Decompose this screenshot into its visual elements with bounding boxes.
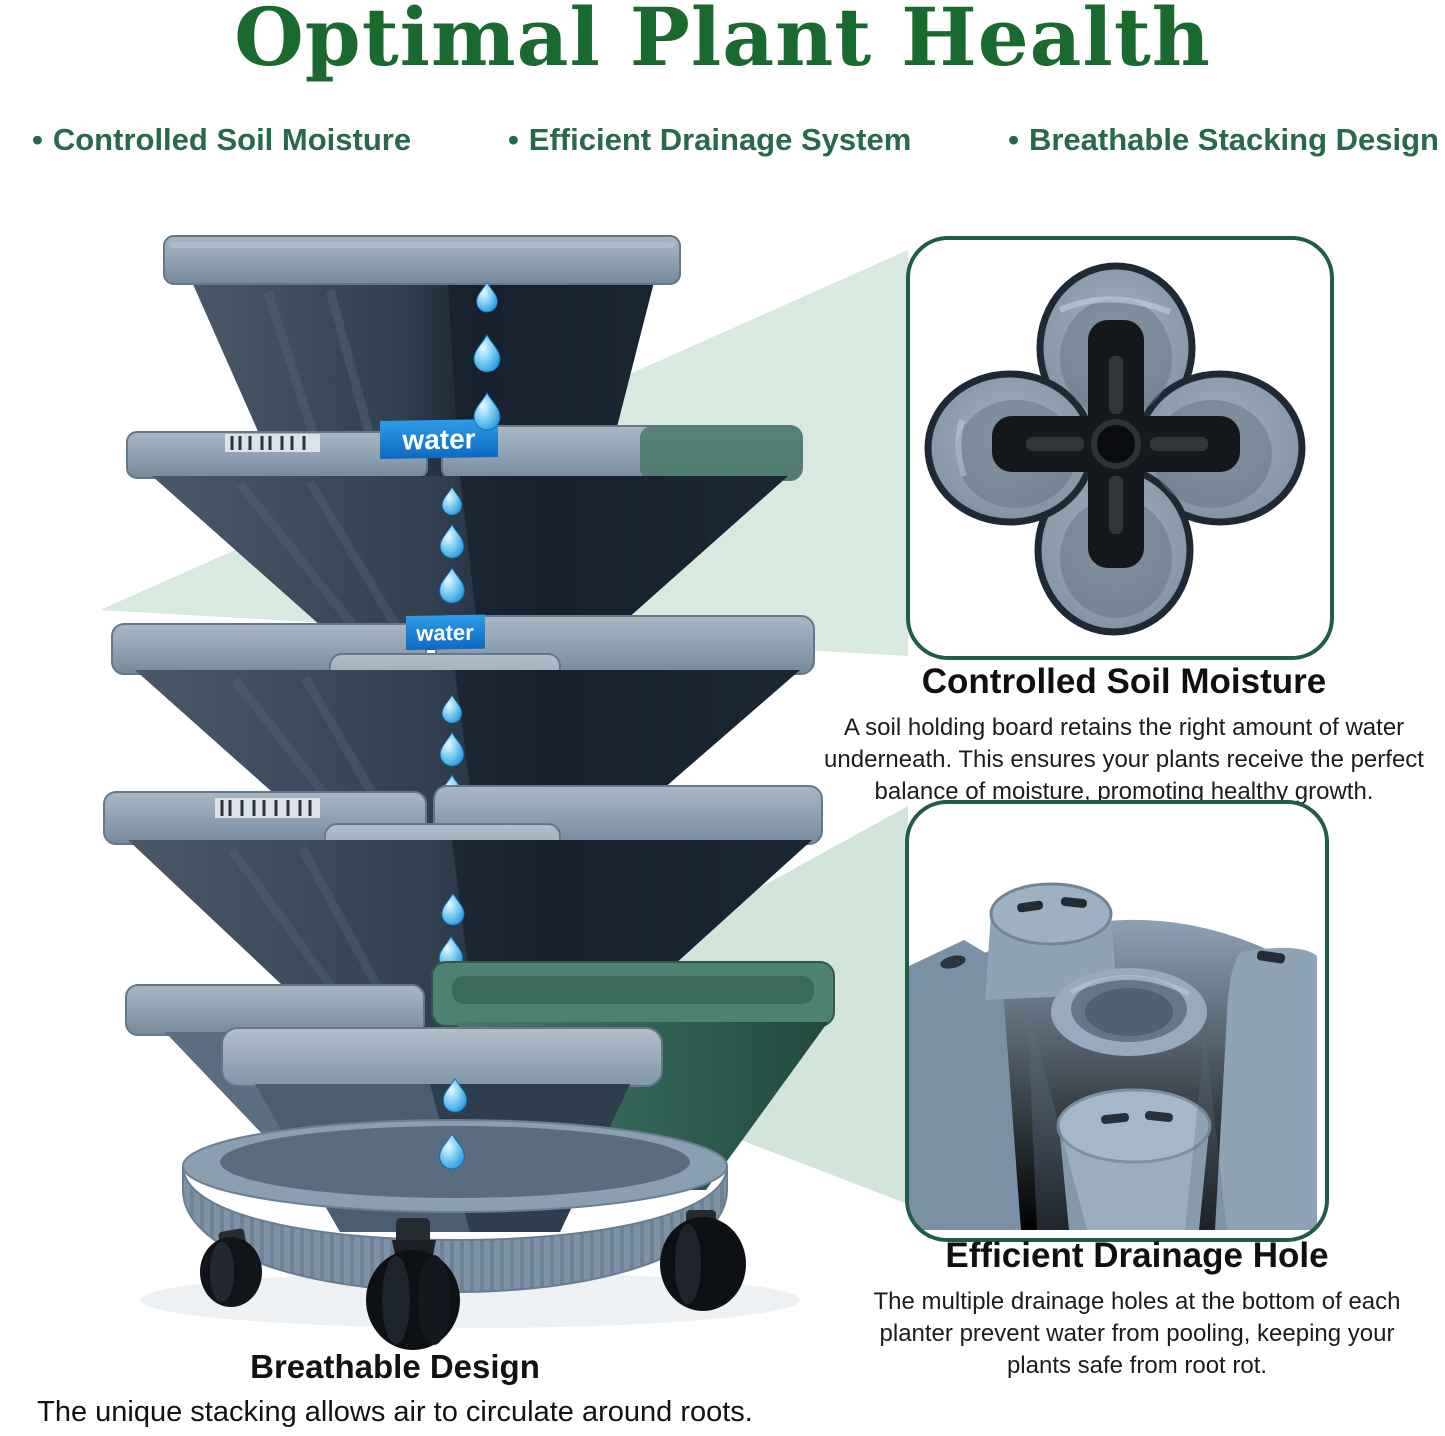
wedge-to-drainage-inset bbox=[481, 806, 908, 1204]
rolling-base-tray bbox=[182, 1119, 728, 1294]
barcode-sticker bbox=[215, 798, 320, 818]
water-drop-icons bbox=[439, 486, 465, 604]
planter-tier-1 bbox=[163, 235, 681, 626]
footer-heading: Breathable Design bbox=[250, 1348, 540, 1385]
water-drop-icons bbox=[438, 694, 466, 813]
barcode-sticker bbox=[225, 434, 320, 452]
water-drop-icons bbox=[439, 1078, 468, 1170]
planter-tier-5 bbox=[125, 961, 835, 1232]
feature-bullet-soil-moisture: • Controlled Soil Moisture bbox=[32, 122, 411, 158]
green-pot-body bbox=[455, 1022, 828, 1190]
drainage-hole bbox=[1085, 988, 1173, 1036]
inset-soil-moisture-photo bbox=[906, 236, 1334, 660]
feature-bullet-drainage: • Efficient Drainage System bbox=[508, 122, 911, 158]
page-title: Optimal Plant Health bbox=[234, 0, 1211, 84]
bullet-dot-icon: • bbox=[32, 122, 43, 157]
bullet-dot-icon: • bbox=[1008, 122, 1019, 157]
center-hole bbox=[1091, 419, 1141, 469]
feature-bullet-label: Controlled Soil Moisture bbox=[52, 122, 412, 157]
caster-wheel-front bbox=[366, 1218, 460, 1350]
green-pot-rim bbox=[431, 961, 835, 1027]
clover-pot-top-view bbox=[924, 262, 1306, 636]
water-drop-icons bbox=[473, 281, 501, 431]
water-banner-1: water bbox=[380, 418, 498, 459]
bullet-dot-icon: • bbox=[507, 122, 519, 157]
planter-tier-3 bbox=[111, 615, 815, 848]
callout-body: The multiple drainage holes at the botto… bbox=[873, 1288, 1401, 1379]
feature-bullet-label: Efficient Drainage System bbox=[528, 122, 912, 157]
wedge-to-soil-moisture-inset bbox=[100, 250, 908, 656]
water-drop-icons bbox=[438, 893, 465, 971]
floor-shadow bbox=[140, 1272, 800, 1328]
callout-heading: Efficient Drainage Hole bbox=[945, 1236, 1329, 1275]
callout-heading: Controlled Soil Moisture bbox=[921, 662, 1327, 701]
callout-soil-moisture: Controlled Soil Moisture A soil holding … bbox=[804, 662, 1444, 808]
feature-bullet-stacking: • Breathable Stacking Design bbox=[1008, 122, 1439, 158]
caster-wheel-left bbox=[200, 1228, 262, 1307]
caster-wheel-right bbox=[660, 1210, 746, 1311]
planter-tier-4 bbox=[103, 785, 823, 1032]
planter-tier-2 bbox=[126, 425, 803, 650]
feature-bullet-label: Breathable Stacking Design bbox=[1028, 122, 1439, 157]
inset-drainage-photo bbox=[905, 800, 1329, 1242]
callout-body: A soil holding board retains the right a… bbox=[824, 714, 1424, 805]
planter-bottom-view bbox=[909, 882, 1317, 1230]
footer-body: The unique stacking allows air to circul… bbox=[37, 1396, 753, 1428]
water-banner-label: water bbox=[401, 423, 475, 455]
feature-bullets: • Controlled Soil Moisture • Efficient Dra… bbox=[32, 122, 1439, 158]
callout-drainage: Efficient Drainage Hole The multiple dra… bbox=[857, 1236, 1417, 1382]
breathable-design-caption: Breathable Design The unique stacking al… bbox=[0, 1348, 790, 1429]
water-banner-2: water bbox=[406, 614, 485, 650]
water-banner-label: water bbox=[415, 620, 474, 646]
